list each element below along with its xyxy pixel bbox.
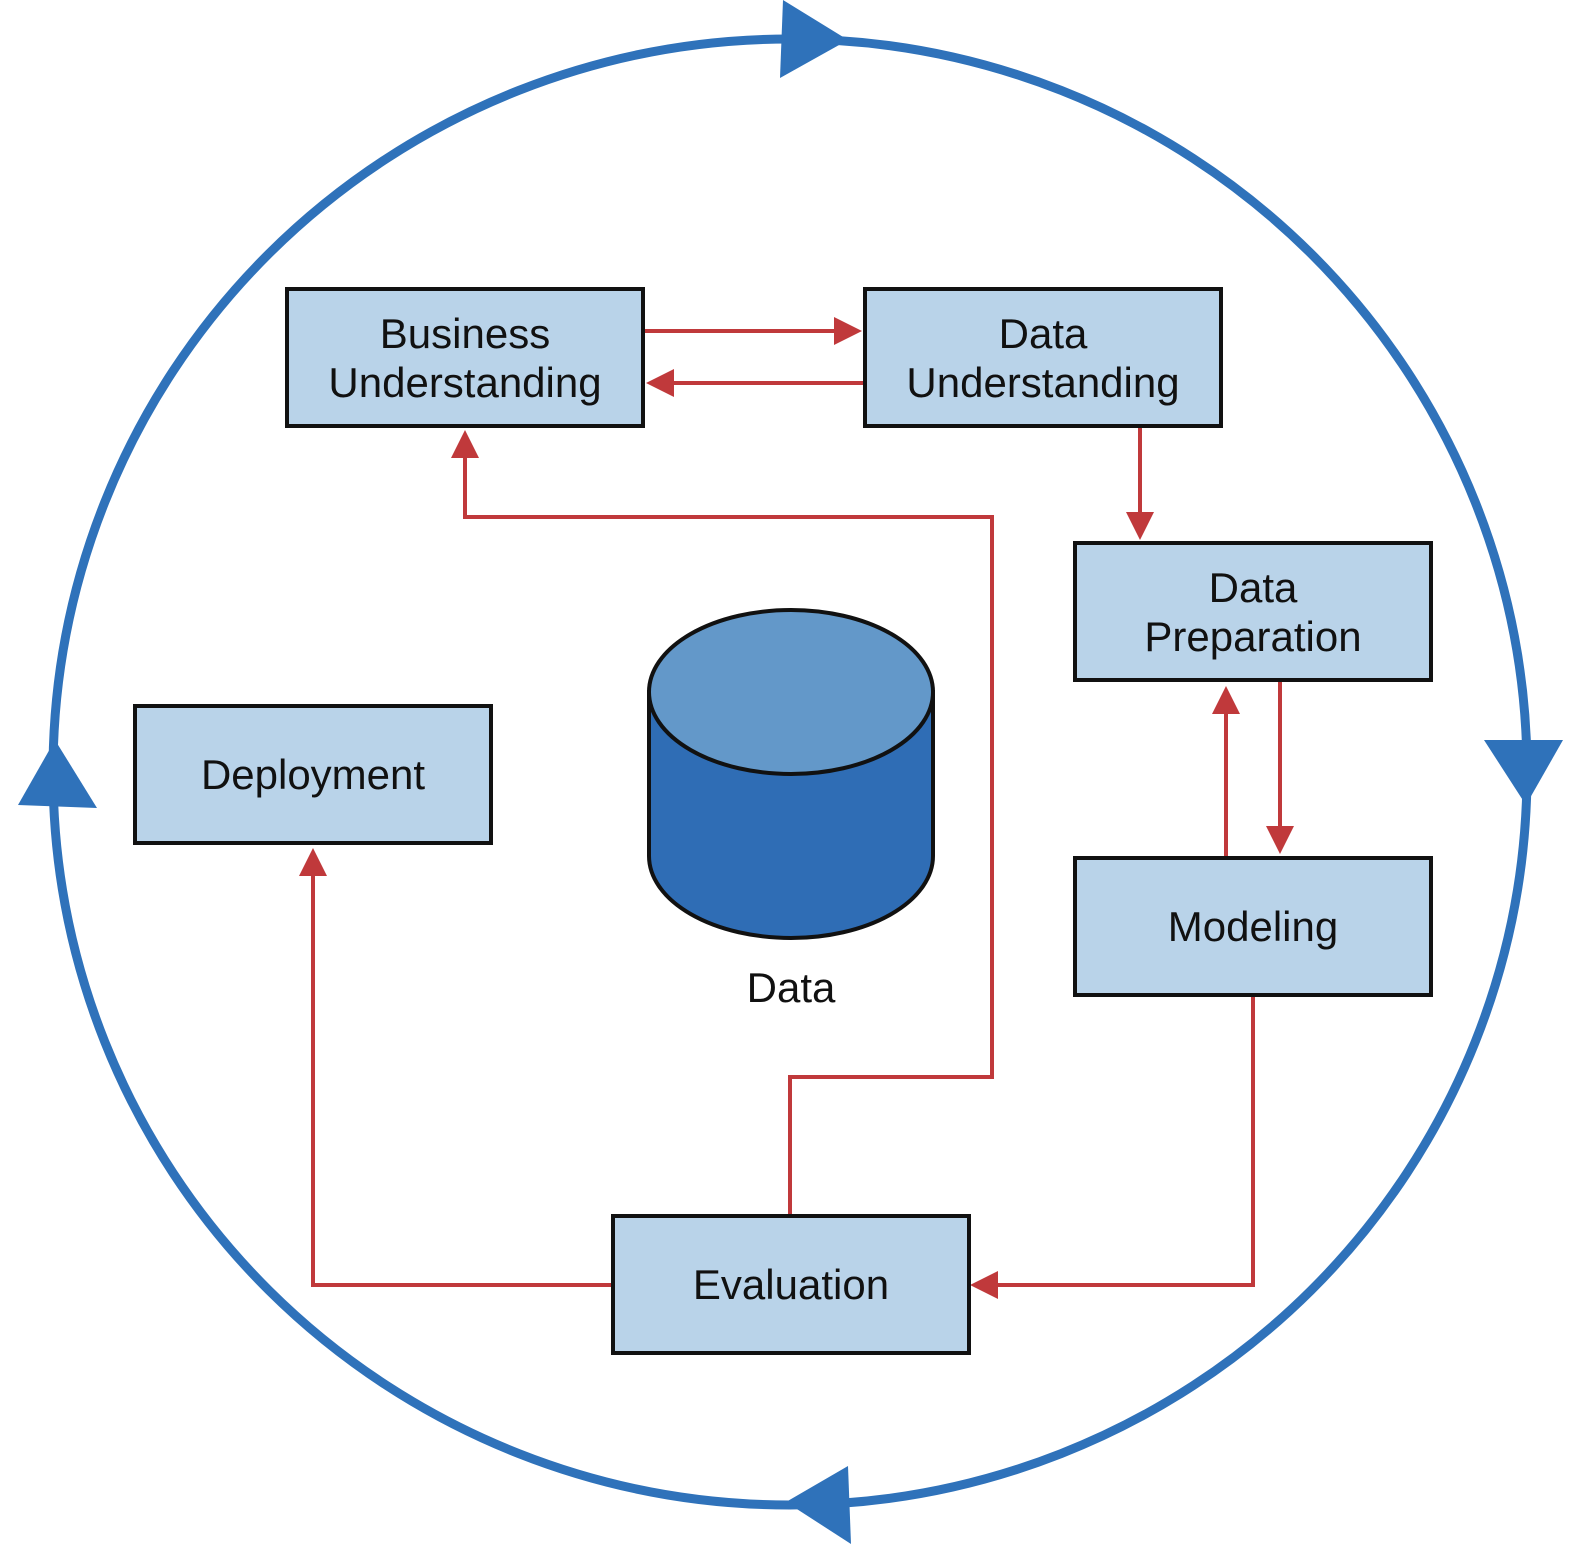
phase-label-line1: Data (1209, 564, 1298, 611)
phase-label: Modeling (1168, 903, 1338, 950)
phase-data-understanding: Data Understanding (863, 287, 1223, 428)
flow-evaluation-to-business-head (451, 430, 479, 458)
phase-label-line1: Data (999, 310, 1088, 357)
data-store: Data (647, 608, 935, 1011)
cycle-arrow-bottom (786, 1466, 851, 1544)
phase-data-preparation: Data Preparation (1073, 541, 1433, 682)
phase-box (611, 1214, 971, 1355)
phase-deployment: Deployment (133, 704, 493, 845)
flow-evaluation-to-business (463, 456, 994, 1215)
flow-preparation-to-modeling-head (1266, 826, 1294, 854)
phase-box (863, 287, 1223, 428)
phase-box (1073, 541, 1433, 682)
phase-box (285, 287, 645, 428)
phase-label-line2: Preparation (1144, 613, 1361, 660)
database-top-icon (647, 608, 935, 776)
phase-box (133, 704, 493, 845)
flow-modeling-to-evaluation-head (970, 1271, 998, 1299)
flow-evaluation-to-deployment (311, 874, 613, 1287)
flow-data-to-preparation-head (1126, 512, 1154, 540)
flow-modeling-to-evaluation (996, 995, 1255, 1287)
phase-label: Evaluation (693, 1261, 889, 1308)
flow-data-to-business-head (646, 369, 674, 397)
cycle-arrow-left (18, 740, 97, 808)
phase-box (1073, 856, 1433, 997)
phase-label-line2: Understanding (328, 359, 601, 406)
cycle-arrow-right (1484, 740, 1563, 805)
flow-evaluation-to-deployment-head (299, 848, 327, 876)
phase-label: Deployment (201, 751, 425, 798)
cycle-arrow-top (780, 0, 848, 78)
phase-label-line2: Understanding (906, 359, 1179, 406)
flow-modeling-to-preparation-head (1212, 686, 1240, 714)
phase-evaluation: Evaluation (611, 1214, 971, 1355)
phase-modeling: Modeling (1073, 856, 1433, 997)
data-store-label: Data (747, 964, 836, 1011)
phase-business-understanding: Business Understanding (285, 287, 645, 428)
flow-business-to-data-head (834, 317, 862, 345)
flow-connectors (299, 317, 1294, 1299)
outer-cycle (18, 0, 1563, 1544)
phase-label-line1: Business (380, 310, 550, 357)
